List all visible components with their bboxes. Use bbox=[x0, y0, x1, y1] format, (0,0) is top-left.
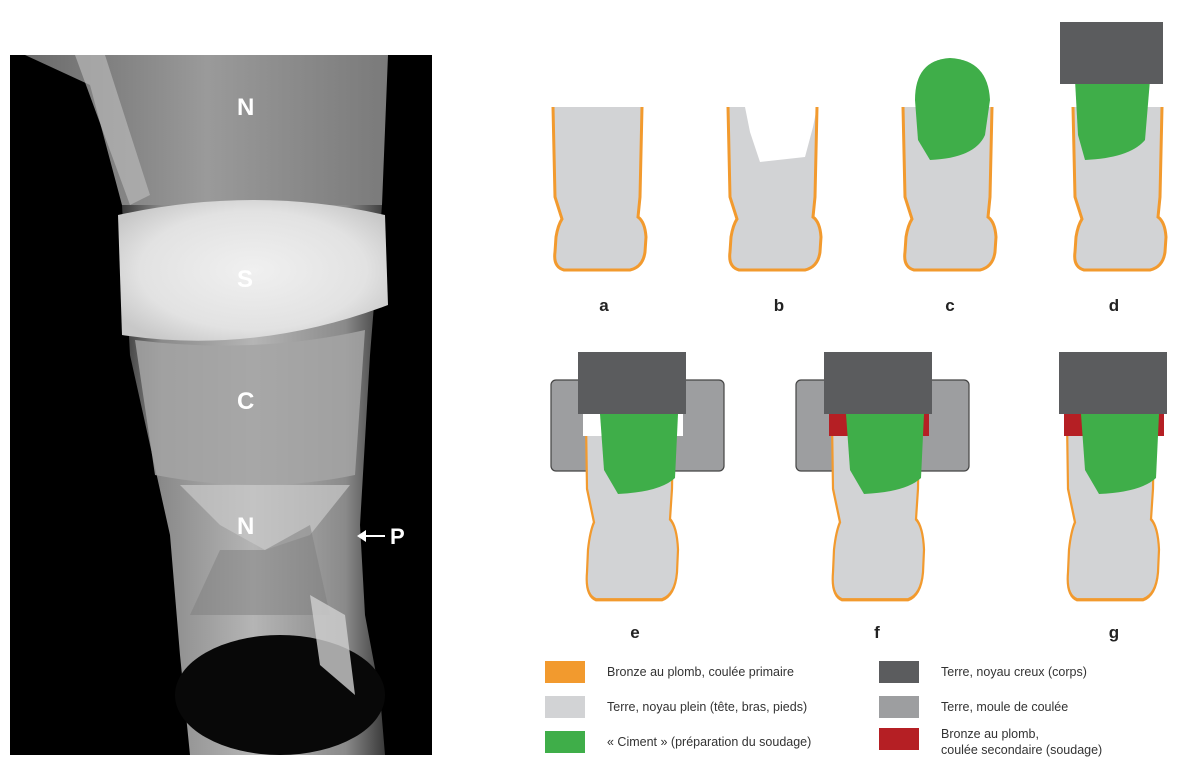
panel-label-f: f bbox=[862, 623, 892, 643]
legend-item-bronze-primary: Bronze au plomb, coulée primaire bbox=[545, 661, 794, 683]
panel-e bbox=[551, 352, 724, 600]
panel-f bbox=[796, 352, 969, 600]
panel-b bbox=[728, 107, 821, 270]
legend-label-line1: Bronze au plomb, bbox=[941, 726, 1102, 742]
legend-label: Terre, noyau plein (tête, bras, pieds) bbox=[607, 699, 807, 715]
panel-label-g: g bbox=[1099, 623, 1129, 643]
panel-label-a: a bbox=[589, 296, 619, 316]
legend-swatch bbox=[879, 728, 919, 750]
panel-label-e: e bbox=[620, 623, 650, 643]
legend-swatch bbox=[879, 661, 919, 683]
legend-label: Bronze au plomb, coulée primaire bbox=[607, 664, 794, 680]
panel-g bbox=[1059, 352, 1167, 600]
legend-swatch bbox=[545, 731, 585, 753]
legend-label: Bronze au plomb, coulée secondaire (soud… bbox=[941, 726, 1102, 758]
legend-label-line2: coulée secondaire (soudage) bbox=[941, 742, 1102, 758]
legend-item-bronze-secondary: Bronze au plomb, coulée secondaire (soud… bbox=[879, 728, 1102, 758]
legend-item-ciment: « Ciment » (préparation du soudage) bbox=[545, 731, 811, 753]
panel-label-d: d bbox=[1099, 296, 1129, 316]
legend-swatch bbox=[879, 696, 919, 718]
legend-swatch bbox=[545, 696, 585, 718]
legend-label: Terre, noyau creux (corps) bbox=[941, 664, 1087, 680]
panel-a bbox=[553, 107, 646, 270]
panel-c bbox=[903, 58, 996, 270]
legend-label: « Ciment » (préparation du soudage) bbox=[607, 734, 811, 750]
panel-d bbox=[1060, 22, 1166, 270]
panel-label-b: b bbox=[764, 296, 794, 316]
legend-label: Terre, moule de coulée bbox=[941, 699, 1068, 715]
legend-item-mould: Terre, moule de coulée bbox=[879, 696, 1068, 718]
panel-label-c: c bbox=[935, 296, 965, 316]
legend-item-core-hollow: Terre, noyau creux (corps) bbox=[879, 661, 1087, 683]
legend-swatch bbox=[545, 661, 585, 683]
legend-item-core-solid: Terre, noyau plein (tête, bras, pieds) bbox=[545, 696, 807, 718]
